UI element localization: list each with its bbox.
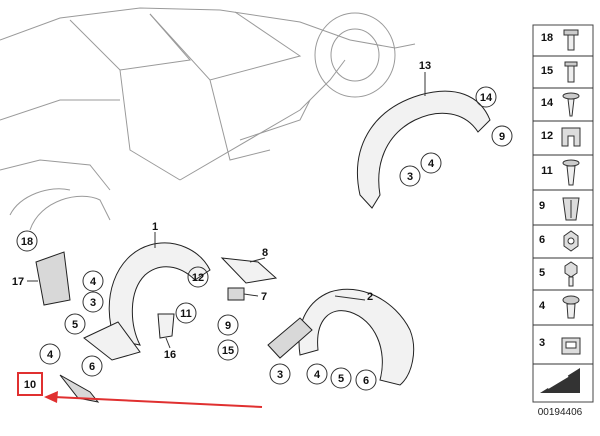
highlight-box <box>17 372 43 396</box>
legend-item-15: 15 <box>541 65 553 77</box>
callout-16: 16 <box>164 349 176 361</box>
legend-item-4: 4 <box>539 300 546 312</box>
fastener-5-icon <box>564 261 578 287</box>
callouts: 18 17 4 3 5 4 10 6 1 12 11 16 8 7 9 15 1… <box>12 60 513 391</box>
callout-13: 13 <box>419 60 431 72</box>
callout-4c: 4 <box>428 158 435 170</box>
fastener-9-icon <box>562 197 580 221</box>
callout-11: 11 <box>180 308 192 320</box>
callout-17: 17 <box>12 276 24 288</box>
callout-2: 2 <box>367 291 373 303</box>
highlight <box>17 372 263 408</box>
callout-4b: 4 <box>47 349 54 361</box>
fastener-18-icon <box>563 29 579 51</box>
callout-1: 1 <box>152 221 158 233</box>
legend-item-11: 11 <box>541 165 553 177</box>
fastener-3-icon <box>561 337 581 355</box>
legend-item-12: 12 <box>541 130 553 142</box>
callout-7: 7 <box>261 291 267 303</box>
legend-item-5: 5 <box>539 267 545 279</box>
callout-12: 12 <box>192 272 204 284</box>
fastener-4-icon <box>562 295 580 319</box>
legend-item-9: 9 <box>539 200 545 212</box>
fastener-15-icon <box>564 61 578 83</box>
callout-18: 18 <box>21 236 33 248</box>
wedge-icon <box>540 368 580 393</box>
callout-14: 14 <box>480 92 493 104</box>
callout-5: 5 <box>72 319 78 331</box>
callout-8: 8 <box>262 247 268 259</box>
callout-4: 4 <box>90 276 97 288</box>
callout-6b: 6 <box>363 375 369 387</box>
highlight-arrowhead <box>44 391 58 403</box>
fastener-14-icon <box>562 92 580 117</box>
callout-6: 6 <box>89 361 95 373</box>
callout-15: 15 <box>222 345 234 357</box>
fastener-legend: 18 15 14 12 11 9 6 5 4 3 <box>532 24 594 403</box>
legend-item-18: 18 <box>541 32 553 44</box>
diagram-number: 00194406 <box>538 407 583 418</box>
callout-9: 9 <box>225 320 231 332</box>
part-shapes <box>35 90 491 403</box>
legend-item-6: 6 <box>539 234 545 246</box>
callout-9b: 9 <box>499 131 505 143</box>
callout-4d: 4 <box>314 369 321 381</box>
highlight-arrow-line <box>53 396 263 408</box>
fastener-12-icon <box>561 127 581 147</box>
callout-3: 3 <box>90 297 96 309</box>
legend-item-14: 14 <box>541 97 554 109</box>
fastener-6-icon <box>563 230 579 252</box>
callout-3b: 3 <box>407 171 413 183</box>
callout-10: 10 <box>24 379 36 391</box>
leader-lines <box>27 72 426 349</box>
callout-3c: 3 <box>277 369 283 381</box>
callout-5b: 5 <box>338 373 344 385</box>
car-outline <box>0 7 416 231</box>
legend-item-3: 3 <box>539 337 545 349</box>
fastener-11-icon <box>562 159 580 186</box>
